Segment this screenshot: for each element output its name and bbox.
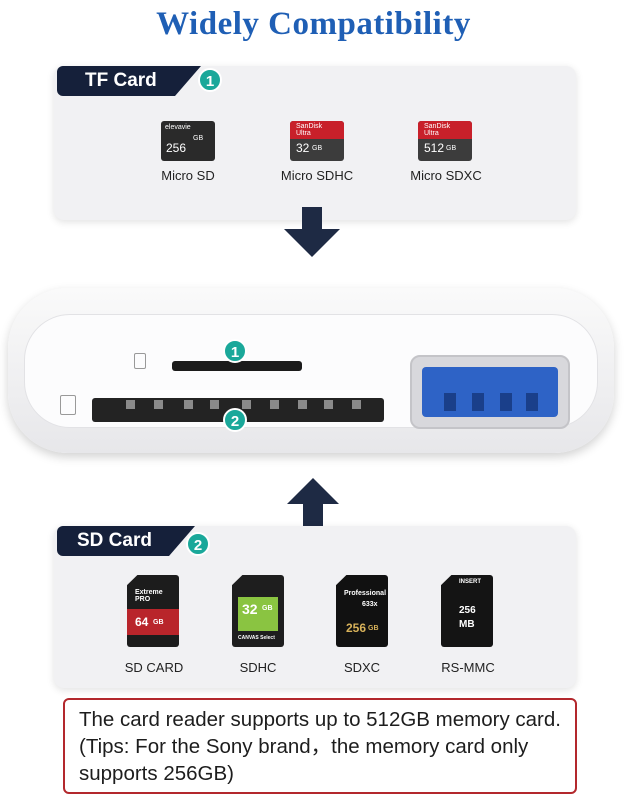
sdxc-label: SDXC bbox=[343, 660, 381, 675]
sd-slot-icon bbox=[60, 395, 76, 415]
sd-card-image: Extreme PRO 64 GB bbox=[127, 575, 179, 647]
compatibility-note: The card reader supports up to 512GB mem… bbox=[63, 698, 577, 794]
sdhc-card-image: 32 GB CANVAS Select bbox=[232, 575, 284, 647]
sdxc-card-image: Professional 633x 256 GB bbox=[336, 575, 388, 647]
micro-sdxc-label: Micro SDXC bbox=[410, 168, 482, 183]
tf-card-tag: TF Card bbox=[57, 66, 201, 96]
micro-sdhc-card-image: SanDisk Ultra 32 GB bbox=[290, 121, 344, 161]
usb-port bbox=[410, 355, 570, 429]
arrow-down-icon bbox=[284, 207, 340, 257]
sd-card-label: SD CARD bbox=[124, 660, 184, 675]
tf-slot-badge: 1 bbox=[223, 339, 247, 363]
sdhc-label: SDHC bbox=[239, 660, 277, 675]
micro-sdxc-card-image: SanDisk Ultra 512 GB bbox=[418, 121, 472, 161]
rs-mmc-label: RS-MMC bbox=[441, 660, 495, 675]
micro-sd-label: Micro SD bbox=[161, 168, 215, 183]
sd-slot-badge: 2 bbox=[223, 408, 247, 432]
sd-card-badge: 2 bbox=[186, 532, 210, 556]
micro-sd-slot-icon bbox=[134, 353, 146, 369]
tf-card-badge: 1 bbox=[198, 68, 222, 92]
rs-mmc-card-image: INSERT 256 MB bbox=[441, 575, 493, 647]
micro-sd-card-image: elevavie 256 GB bbox=[161, 121, 215, 161]
page-title: Widely Compatibility bbox=[156, 6, 471, 42]
sd-card-tag: SD Card bbox=[57, 526, 195, 556]
micro-sdhc-label: Micro SDHC bbox=[280, 168, 354, 183]
arrow-up-icon bbox=[287, 478, 339, 530]
tf-card-slot bbox=[172, 361, 302, 371]
